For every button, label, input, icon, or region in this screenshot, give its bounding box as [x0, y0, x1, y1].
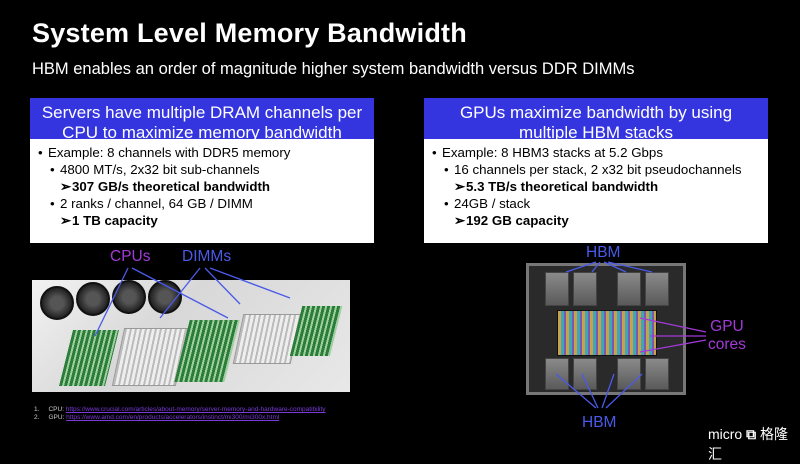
- brand-watermark: micro ⧉ 格隆汇: [708, 424, 800, 464]
- gpu-panel-body: •Example: 8 HBM3 stacks at 5.2 Gbps •16 …: [424, 139, 768, 243]
- gpu-result-1-text: 5.3 TB/s theoretical bandwidth: [466, 179, 659, 194]
- cpu-bullet-1-text: Example: 8 channels with DDR5 memory: [48, 145, 291, 160]
- arrow-icon: ➢: [60, 213, 72, 228]
- dimms-callout: DIMMs: [182, 248, 232, 265]
- footnote-number: 1.: [34, 406, 40, 413]
- cpu-bullet-3: •2 ranks / channel, 64 GB / DIMM: [50, 196, 253, 211]
- footnotes: 1. CPU: https://www.crucial.com/articles…: [34, 406, 326, 422]
- gpu-package-image: [526, 263, 686, 395]
- gpu-bullet-1: •Example: 8 HBM3 stacks at 5.2 Gbps: [432, 145, 663, 160]
- footnote-link[interactable]: https://www.amd.com/en/products/accelera…: [66, 414, 280, 421]
- hbm-stack: [645, 272, 669, 306]
- footnote-label: GPU:: [48, 414, 65, 421]
- fan-icon: [112, 280, 146, 314]
- hbm-stack: [573, 272, 597, 306]
- gpu-die: [557, 310, 657, 356]
- cpu-result-1-text: 307 GB/s theoretical bandwidth: [72, 179, 271, 194]
- fan-icon: [148, 280, 182, 314]
- server-motherboard-image: [32, 280, 350, 392]
- fan-icon: [76, 282, 110, 316]
- cpu-panel: Servers have multiple DRAM channels per …: [30, 98, 374, 243]
- cpu-result-2: ➢1 TB capacity: [38, 212, 366, 229]
- cpu-panel-heading: Servers have multiple DRAM channels per …: [30, 98, 374, 142]
- hbm-stack: [573, 358, 597, 390]
- gpu-bullet-2: •16 channels per stack, 2 x32 bit pseudo…: [444, 162, 742, 177]
- cpus-callout: CPUs: [110, 248, 151, 265]
- gpu-bullet-1-text: Example: 8 HBM3 stacks at 5.2 Gbps: [442, 145, 663, 160]
- cpu-bullet-1: •Example: 8 channels with DDR5 memory: [38, 145, 291, 160]
- arrow-icon: ➢: [454, 213, 466, 228]
- slide-subtitle: HBM enables an order of magnitude higher…: [32, 60, 635, 78]
- footnote-2: 2. GPU: https://www.amd.com/en/products/…: [34, 414, 326, 422]
- footnote-number: 2.: [34, 414, 40, 421]
- gpu-cores-callout: GPU cores: [708, 318, 746, 353]
- cpu-bullet-2: •4800 MT/s, 2x32 bit sub-channels: [50, 162, 260, 177]
- footnote-link[interactable]: https://www.crucial.com/articles/about-m…: [65, 406, 326, 413]
- gpu-bullet-3-text: 24GB / stack: [454, 196, 531, 211]
- cpu-bullet-2-text: 4800 MT/s, 2x32 bit sub-channels: [60, 162, 260, 177]
- gelonghui-logo-icon: ⧉: [746, 426, 757, 442]
- brand-micro: micro: [708, 426, 743, 442]
- cpu-result-2-text: 1 TB capacity: [72, 213, 158, 228]
- gpu-panel: GPUs maximize bandwidth by using multipl…: [424, 98, 768, 243]
- gpu-panel-heading: GPUs maximize bandwidth by using multipl…: [424, 98, 768, 142]
- gpu-bullet-2-text: 16 channels per stack, 2 x32 bit pseudoc…: [454, 162, 742, 177]
- hbm-stack: [617, 272, 641, 306]
- hbm-top-callout: HBM: [586, 244, 621, 261]
- footnote-label: CPU:: [48, 406, 64, 413]
- hbm-stack: [545, 272, 569, 306]
- slide-title: System Level Memory Bandwidth: [32, 18, 467, 48]
- hbm-stack: [545, 358, 569, 390]
- gpu-result-2: ➢192 GB capacity: [432, 212, 760, 229]
- gpu-bullet-3: •24GB / stack: [444, 196, 531, 211]
- gpu-result-2-text: 192 GB capacity: [466, 213, 569, 228]
- fan-icon: [40, 286, 74, 320]
- cpu-panel-body: •Example: 8 channels with DDR5 memory •4…: [30, 139, 374, 243]
- footnote-1: 1. CPU: https://www.crucial.com/articles…: [34, 406, 326, 414]
- cpu-result-1: ➢307 GB/s theoretical bandwidth: [38, 178, 366, 195]
- gpu-result-1: ➢5.3 TB/s theoretical bandwidth: [432, 178, 760, 195]
- cpu-heatsink: [232, 314, 302, 364]
- hbm-stack: [617, 358, 641, 390]
- arrow-icon: ➢: [454, 179, 466, 194]
- hbm-stack: [645, 358, 669, 390]
- hbm-bottom-callout: HBM: [582, 414, 617, 431]
- dimm-bank: [59, 330, 119, 386]
- arrow-icon: ➢: [60, 179, 72, 194]
- cpu-bullet-3-text: 2 ranks / channel, 64 GB / DIMM: [60, 196, 253, 211]
